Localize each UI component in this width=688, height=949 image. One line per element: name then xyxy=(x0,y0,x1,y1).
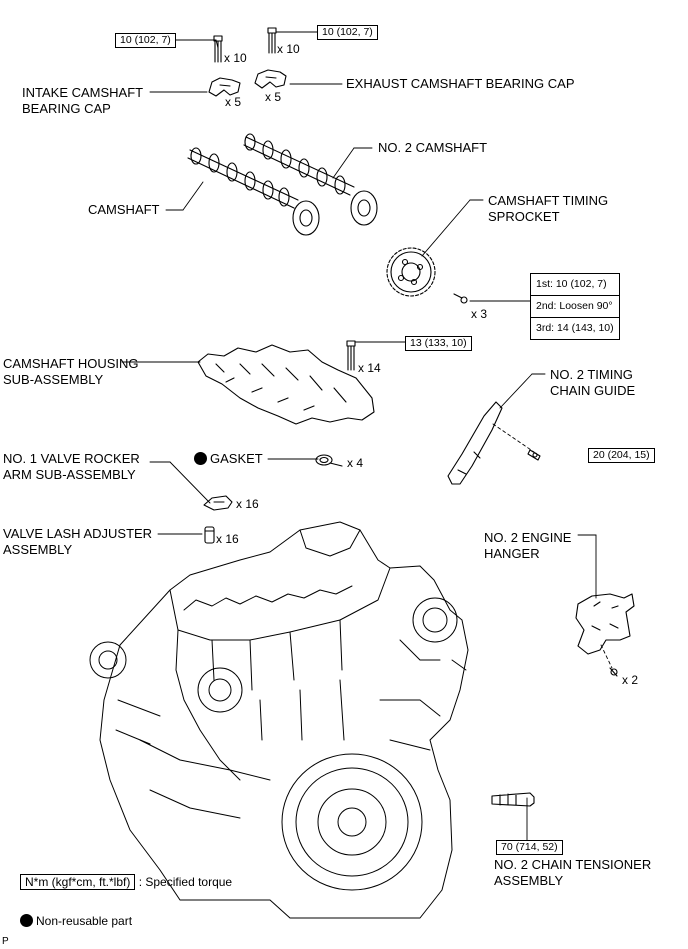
camshaft-part xyxy=(187,147,320,236)
no2-chain-tensioner xyxy=(491,792,535,807)
torque-housing-bolt: 13 (133, 10) xyxy=(405,336,472,351)
qty-housing-bolt: x 14 xyxy=(358,361,381,375)
valve-rocker-arm xyxy=(203,495,233,511)
label-no2-camshaft: NO. 2 CAMSHAFT xyxy=(378,140,488,155)
label-lash-line1: VALVE LASH ADJUSTER xyxy=(3,526,153,541)
torque-step-2: 2nd: Loosen 90° xyxy=(531,295,619,317)
torque-sprocket-table: 1st: 10 (102, 7) 2nd: Loosen 90° 3rd: 14… xyxy=(530,273,620,340)
legend-torque-desc: : Specified torque xyxy=(138,875,233,889)
no2-camshaft-part xyxy=(243,133,378,226)
engine-block xyxy=(89,521,469,919)
intake-cap-bolt xyxy=(213,35,223,63)
sprocket-bolt xyxy=(453,293,468,304)
exhaust-bearing-cap xyxy=(254,69,287,89)
hanger-bolt xyxy=(609,667,618,677)
qty-rocker: x 16 xyxy=(236,497,259,511)
exhaust-cap-bolt xyxy=(267,27,277,54)
qty-exhaust-bolt: x 10 xyxy=(277,42,300,56)
qty-lash: x 16 xyxy=(216,532,239,546)
label-hanger-line2: HANGER xyxy=(484,546,540,561)
label-guide-line2: CHAIN GUIDE xyxy=(550,383,636,398)
torque-step-1: 1st: 10 (102, 7) xyxy=(536,278,607,290)
qty-intake-cap: x 5 xyxy=(225,95,242,109)
label-gasket-text: GASKET xyxy=(210,451,263,466)
gasket-part xyxy=(315,454,343,467)
legend-torque-unit: N*m (kgf*cm, ft.*lbf) xyxy=(20,874,136,890)
leader-lines xyxy=(121,31,613,841)
label-hanger-line1: NO. 2 ENGINE xyxy=(484,530,572,545)
nonreusable-legend-dot-icon xyxy=(20,914,33,927)
intake-bearing-cap xyxy=(208,77,241,97)
torque-step-3: 3rd: 14 (143, 10) xyxy=(531,317,619,339)
legend-nonreusable-text: Non-reusable part xyxy=(36,914,133,928)
label-housing-line1: CAMSHAFT HOUSING xyxy=(3,356,139,371)
camshaft-timing-sprocket xyxy=(386,247,436,297)
no2-timing-chain-guide xyxy=(447,401,503,485)
label-tensioner-line1: NO. 2 CHAIN TENSIONER xyxy=(494,857,652,872)
valve-lash-adjuster xyxy=(204,526,215,544)
label-intake-cap-line2: BEARING CAP xyxy=(22,101,111,116)
label-gasket: GASKET xyxy=(194,451,263,467)
camshaft-housing xyxy=(197,344,375,425)
label-rocker-line2: ARM SUB-ASSEMBLY xyxy=(3,467,136,482)
nonreusable-dot-icon xyxy=(194,452,207,465)
torque-tensioner: 70 (714, 52) xyxy=(496,840,563,855)
label-camshaft: CAMSHAFT xyxy=(88,202,160,217)
qty-gasket: x 4 xyxy=(347,456,364,470)
label-housing-line2: SUB-ASSEMBLY xyxy=(3,372,104,387)
label-intake-cap-line1: INTAKE CAMSHAFT xyxy=(22,85,144,100)
label-rocker-line1: NO. 1 VALVE ROCKER xyxy=(3,451,140,466)
qty-hanger-bolt: x 2 xyxy=(622,673,639,687)
label-exhaust-cap: EXHAUST CAMSHAFT BEARING CAP xyxy=(346,76,575,91)
legend-torque: N*m (kgf*cm, ft.*lbf) : Specified torque xyxy=(20,874,232,890)
qty-sprocket-bolt: x 3 xyxy=(471,307,488,321)
label-guide-line1: NO. 2 TIMING xyxy=(550,367,633,382)
corner-mark: P xyxy=(2,936,9,947)
label-sprocket-line1: CAMSHAFT TIMING xyxy=(488,193,609,208)
label-tensioner-line2: ASSEMBLY xyxy=(494,873,564,888)
guide-bolt xyxy=(527,449,541,461)
torque-intake-bolt: 10 (102, 7) xyxy=(115,33,176,48)
torque-guide-bolt: 20 (204, 15) xyxy=(588,448,655,463)
label-lash-line2: ASSEMBLY xyxy=(3,542,73,557)
no2-engine-hanger xyxy=(575,593,635,655)
label-sprocket-line2: SPROCKET xyxy=(488,209,560,224)
housing-bolt xyxy=(346,340,356,371)
qty-exhaust-cap: x 5 xyxy=(265,90,282,104)
torque-exhaust-bolt: 10 (102, 7) xyxy=(317,25,378,40)
qty-intake-bolt: x 10 xyxy=(224,51,247,65)
legend-nonreusable: Non-reusable part xyxy=(20,913,132,929)
